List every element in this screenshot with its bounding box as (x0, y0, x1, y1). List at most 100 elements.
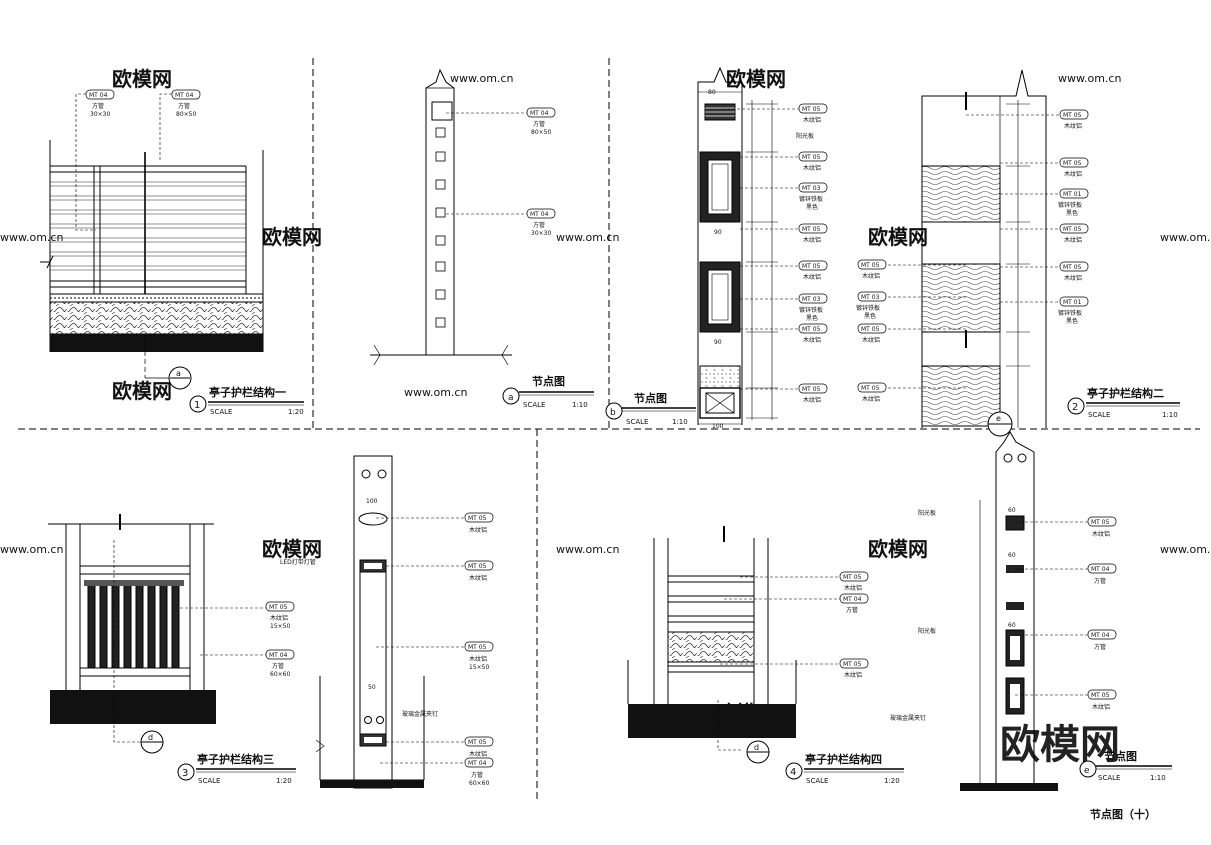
svg-text:MT 05: MT 05 (1063, 112, 1082, 119)
svg-text:LED灯带灯管: LED灯带灯管 (280, 558, 316, 566)
view-title: 节点图 (1104, 749, 1137, 763)
svg-text:木纹铝: 木纹铝 (803, 336, 821, 344)
svg-text:MT 05: MT 05 (861, 326, 880, 333)
svg-text:MT 04: MT 04 (468, 760, 487, 767)
svg-text:木纹铝: 木纹铝 (469, 750, 487, 758)
watermark-url: www.om.cn (404, 386, 467, 399)
svg-text:MT 04: MT 04 (530, 110, 549, 117)
svg-text:方管: 方管 (533, 221, 545, 229)
svg-text:木纹铝: 木纹铝 (1064, 236, 1082, 244)
svg-text:木纹铝: 木纹铝 (844, 671, 862, 679)
svg-text:镀锌铁板: 镀锌铁板 (1058, 309, 1082, 317)
svg-text:木纹铝: 木纹铝 (862, 395, 880, 403)
svg-text:60: 60 (1008, 622, 1016, 629)
view-title-block: a 节点图 SCALE 1:10 (502, 374, 594, 409)
svg-text:3: 3 (182, 768, 188, 779)
svg-text:MT 05: MT 05 (802, 226, 821, 233)
svg-text:MT 04: MT 04 (1091, 632, 1110, 639)
svg-text:方管: 方管 (178, 102, 190, 110)
svg-text:100: 100 (712, 423, 724, 430)
callout-mt05: MT 05 木纹铝 (798, 223, 828, 244)
svg-text:黑色: 黑色 (1066, 209, 1078, 217)
view-b-node-detail: 80 90 90 100 MT 05 木纹铝 阳光板 MT 05 木纹铝 MT … (605, 66, 828, 430)
svg-text:SCALE: SCALE (806, 777, 828, 785)
callout-mt04: MT 04 方管 80×50 (446, 107, 556, 136)
callout-mt04: MT 04 方管 80×50 (159, 89, 201, 160)
svg-text:2: 2 (1072, 402, 1078, 413)
svg-text:60: 60 (1008, 552, 1016, 559)
watermark-brand: 欧模网 (112, 379, 172, 403)
callout-mt05: MT 05 木纹铝 (857, 382, 887, 403)
svg-text:木纹铝: 木纹铝 (1092, 703, 1110, 711)
svg-text:木纹铝: 木纹铝 (469, 526, 487, 534)
svg-text:木纹铝: 木纹铝 (803, 164, 821, 172)
svg-text:50: 50 (368, 684, 376, 691)
svg-text:MT 01: MT 01 (1063, 191, 1082, 198)
watermark-brand: 欧模网 (112, 67, 172, 91)
svg-text:SCALE: SCALE (1098, 774, 1120, 782)
svg-text:SCALE: SCALE (210, 408, 232, 416)
svg-text:MT 05: MT 05 (1091, 692, 1110, 699)
svg-text:木纹铝: 木纹铝 (803, 116, 821, 124)
svg-text:木纹铝: 木纹铝 (469, 655, 487, 663)
svg-text:MT 05: MT 05 (861, 385, 880, 392)
callout-mt03: MT 03 镀锌铁板 黑色 (798, 182, 828, 211)
callout-mt05: MT 05 木纹铝 (1087, 689, 1117, 711)
watermark-url: www.om.cn (1160, 231, 1211, 244)
svg-text:4: 4 (790, 767, 796, 778)
svg-text:1:10: 1:10 (672, 418, 688, 426)
watermark-brand-large: 欧模网 (1000, 722, 1120, 768)
view-title: 亭子护栏结构二 (1087, 386, 1164, 400)
svg-text:1:10: 1:10 (1162, 411, 1178, 419)
svg-text:60×60: 60×60 (270, 671, 290, 678)
svg-text:方管: 方管 (1094, 577, 1106, 585)
svg-text:90: 90 (714, 339, 722, 346)
view-1-railing-structure-one: MT 04 方管 30×30 MT 04 方管 80×50 a 1 亭子护栏结构… (40, 89, 304, 416)
svg-text:SCALE: SCALE (523, 401, 545, 409)
svg-text:30×30: 30×30 (90, 111, 110, 118)
svg-text:玻璃金属夹钉: 玻璃金属夹钉 (402, 710, 438, 718)
callout-mt03: MT 03 镀锌铁板 黑色 (798, 293, 828, 322)
svg-text:镀锌铁板: 镀锌铁板 (799, 195, 823, 203)
svg-text:MT 03: MT 03 (802, 185, 821, 192)
watermark-url: www.om.cn (450, 72, 513, 85)
svg-text:MT 04: MT 04 (89, 92, 108, 99)
watermark-url: www.om.cn (0, 543, 63, 556)
watermark-url: www.om.cn (556, 543, 619, 556)
svg-text:a: a (508, 393, 514, 403)
svg-text:阳光板: 阳光板 (918, 509, 936, 517)
view-title-block: e 节点图 SCALE 1:10 (1079, 749, 1172, 782)
svg-text:方管: 方管 (1094, 643, 1106, 651)
svg-text:阳光板: 阳光板 (918, 627, 936, 635)
svg-text:d: d (754, 743, 759, 752)
callout-mt04: MT 04 方管 30×30 (446, 208, 556, 237)
svg-text:1:20: 1:20 (884, 777, 900, 785)
svg-text:木纹铝: 木纹铝 (862, 336, 880, 344)
svg-text:60: 60 (1008, 507, 1016, 514)
svg-text:方管: 方管 (272, 662, 284, 670)
view-title-block: b 节点图 SCALE 1:10 (605, 391, 696, 426)
callout-mt05: MT 05 木纹铝 (798, 323, 828, 344)
svg-text:黑色: 黑色 (806, 203, 818, 211)
svg-text:MT 05: MT 05 (1063, 226, 1082, 233)
callout-mt05: MT 05 木纹铝 (798, 383, 828, 404)
view-title: 亭子护栏结构一 (209, 385, 286, 399)
svg-text:MT 04: MT 04 (843, 596, 862, 603)
section-marker-a: a (144, 335, 192, 390)
watermark-brand: 欧模网 (262, 225, 322, 249)
svg-text:镀锌铁板: 镀锌铁板 (1058, 201, 1082, 209)
svg-text:木纹铝: 木纹铝 (803, 396, 821, 404)
view-title-block: 3 亭子护栏结构三 SCALE 1:20 (177, 752, 296, 785)
watermark-brand: 欧模网 (868, 537, 928, 561)
svg-text:MT 04: MT 04 (1091, 566, 1110, 573)
